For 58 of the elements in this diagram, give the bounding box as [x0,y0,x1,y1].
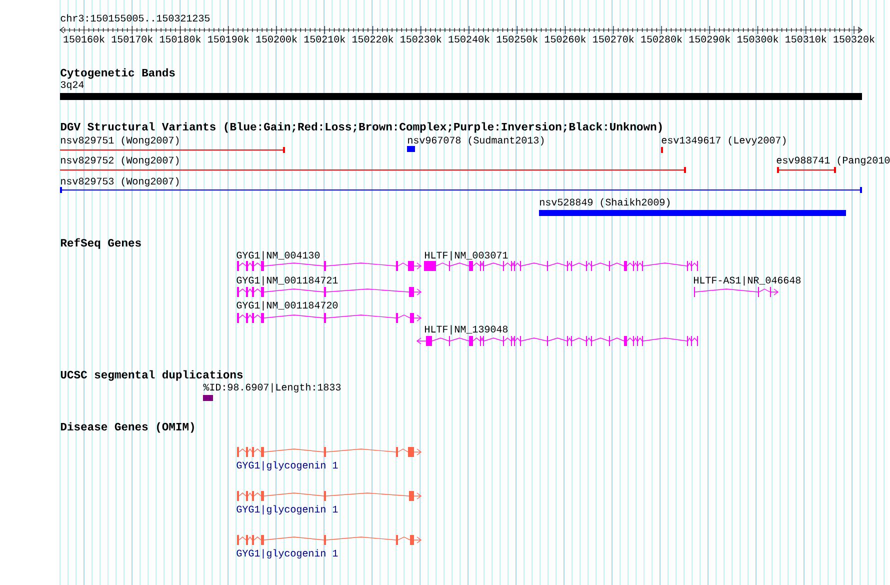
node-label: GYG1|NM_004130 [236,251,320,261]
variant-track: esv988741 (Pang2010 [776,156,890,173]
node-label: GYG1|glycogenin 1 [236,461,338,471]
variant-track: nsv528849 (Shaikh2009) [539,198,846,216]
node-label: GYG1|glycogenin 1 [236,549,338,559]
node-label: GYG1|NM_001184721 [236,276,338,286]
gene-model: GYG1|NM_001184721 [236,276,422,297]
tick-label: 150230k [400,35,442,43]
tick-label: 150250k [496,35,538,43]
tick-label: 150200k [256,35,297,43]
tick-label: 150310k [786,35,826,43]
tick-label: 150300k [737,35,778,43]
gene-model: GYG1|NM_001184720 [236,301,422,323]
node-label: GYG1|glycogenin 1 [236,505,338,515]
node-label: esv988741 (Pang2010 [776,156,890,166]
tick-label: 150160k [64,35,104,43]
variant-track: nsv967078 (Sudmant2013) [407,136,544,152]
tick-label: 150320k [834,35,874,43]
duplication-block: %ID:98.6907|Length:1833 [203,383,341,401]
gene-model: GYG1|glycogenin 1 [236,491,422,514]
tick-label: 150290k [689,35,730,43]
track-heading: Disease Genes (OMIM) [60,422,194,433]
gene-model: HLTF|NM_003071 [424,251,698,272]
track-heading: Cytogenetic Bands [60,68,175,79]
node-label: esv1349617 (Levy2007) [662,136,786,146]
cytoband-bar: 3q24 [60,81,862,100]
position-label: chr3:150155005..150321235 [60,14,210,22]
node-label: HLTF|NM_003071 [424,251,508,261]
node-label: nsv528849 (Shaikh2009) [540,198,670,208]
gene-model: GYG1|glycogenin 1 [236,535,422,558]
tick-label: 150180k [160,35,201,43]
gene-model: GYG1|glycogenin 1 [236,447,422,470]
node-label: nsv829751 (Wong2007) [61,136,179,146]
gene-model: HLTF|NM_139048 [416,325,698,346]
tick-label: 150170k [112,35,153,43]
track-heading: UCSC segmental duplications [60,370,243,381]
node-label: 3q24 [60,81,84,90]
gene-model: GYG1|NM_004130 [236,251,422,271]
node-label: GYG1|NM_001184720 [236,301,338,311]
variant-track: nsv829751 (Wong2007) [60,136,285,153]
node-label: nsv967078 (Sudmant2013) [408,136,544,146]
node-label: HLTF|NM_139048 [424,325,508,335]
variant-track: nsv829753 (Wong2007) [60,177,862,193]
variant-track: esv1349617 (Levy2007) [661,136,786,153]
gene-model: HLTF-AS1|NR_046648 [694,276,801,298]
tick-label: 150260k [544,35,586,43]
tick-label: 150210k [304,35,346,43]
track-heading: RefSeq Genes [60,238,141,249]
tick-label: 150280k [641,35,682,43]
node-label: %ID:98.6907|Length:1833 [203,383,341,393]
tick-label: 150220k [352,35,394,43]
node-label: nsv829752 (Wong2007) [61,156,179,166]
tick-label: 150270k [593,35,634,43]
tick-label: 150240k [448,35,490,43]
variant-track: nsv829752 (Wong2007) [60,156,686,173]
node-label: nsv829753 (Wong2007) [61,177,179,187]
track-heading: DGV Structural Variants (Blue:Gain;Red:Loss;Brown:Complex;Purple:Inversion;Black:Unknown) [60,122,662,133]
tick-label: 150190k [208,35,249,43]
